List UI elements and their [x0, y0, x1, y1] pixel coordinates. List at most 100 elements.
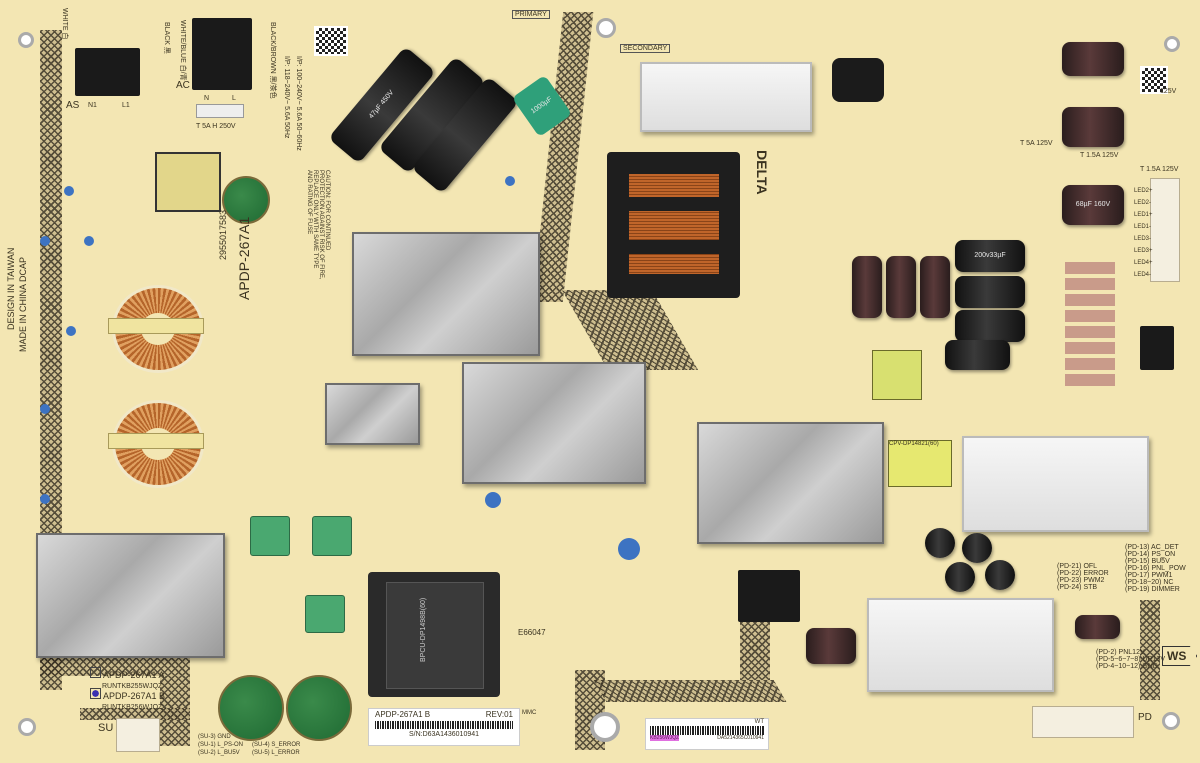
mounting-hole	[18, 718, 36, 736]
capacitor	[945, 340, 1010, 370]
code-label: WT KB256WJQZ DA5214365C010941	[645, 718, 769, 750]
l1-label: L1	[122, 102, 130, 109]
ground-zone-su	[80, 708, 190, 720]
capacitor: 68µF 160V	[1062, 185, 1124, 225]
ceramic-capacitor	[84, 236, 94, 246]
capacitor	[925, 528, 955, 558]
barcode	[375, 721, 513, 729]
connector	[738, 570, 800, 622]
primary-label: PRIMARY	[512, 10, 550, 19]
ac-label: AC	[176, 80, 190, 91]
ceramic-capacitor	[40, 494, 50, 504]
heatsink	[36, 533, 225, 658]
variant-b: APDP-267A1 B RUNTKB256WJQZ	[90, 688, 165, 713]
standby-transformer: BPCU-DP1498B(60)	[368, 572, 500, 697]
pd-pin: (PD-13) AC_DET	[1125, 544, 1179, 551]
part-number: 2955017583	[218, 209, 228, 260]
variant-name: APDP-267A1 B	[103, 691, 166, 701]
mounting-hole	[1162, 712, 1180, 730]
led-label: LED2+	[1134, 188, 1153, 194]
barcode	[650, 726, 764, 735]
variant-name: APDP-267A1 A	[103, 670, 165, 680]
pd-pin: (PD-15) BU5V	[1125, 558, 1170, 565]
capacitor	[1062, 107, 1124, 147]
heatsink	[352, 232, 540, 356]
l-label: L	[232, 95, 236, 102]
wire-color-black-brown: BLACK/BROWN 黑/茶色	[269, 22, 276, 99]
ntc-thermistor	[218, 675, 284, 741]
ground-zone-left	[40, 30, 62, 690]
cap-mark: 68µF 160V	[1075, 201, 1111, 208]
secondary-label: SECONDARY	[620, 44, 671, 53]
fuse-rating-right: 125V	[1160, 88, 1177, 95]
su-pin: (SU-4) S_ERROR	[252, 742, 301, 748]
fuse-rating-right: T 1.5A 125V	[1080, 152, 1119, 159]
as-label: AS	[66, 100, 80, 111]
heatsink	[962, 436, 1149, 532]
input-rating-2: I/P: 100~240V~ 5.6A 50~60Hz	[295, 56, 302, 151]
label-serial: DA5214365C010941	[717, 735, 764, 741]
cap-mark: 1000µF	[529, 95, 554, 116]
pd-pin: (PD-16) PNL_POW	[1125, 565, 1186, 572]
label-wt: WT	[754, 719, 764, 725]
variant-code: RUNTKB255WJQZ	[102, 683, 163, 690]
pfc-transformer	[872, 350, 922, 400]
mounting-hole	[596, 18, 616, 38]
origin-2: MADE IN CHINA DCAP	[18, 256, 28, 352]
pd-label: PD	[1138, 712, 1152, 723]
origin-1: DESIGN IN TAIWAN	[6, 247, 16, 330]
serial-label: APDP-267A1 B REV:01 S/N:D63A1436010941	[368, 708, 520, 746]
capacitor	[955, 310, 1025, 342]
su-pin: (SU-5) L_ERROR	[252, 750, 300, 756]
su-pin: (SU-2) L_BU5V	[198, 750, 240, 756]
capacitor	[806, 628, 856, 664]
main-transformer	[607, 152, 740, 298]
ceramic-capacitor	[505, 176, 515, 186]
connector	[1140, 326, 1174, 370]
ceramic-capacitor	[66, 326, 76, 336]
wire-color-black: BLACK 黑	[163, 22, 170, 54]
transformer-code: BPCU-DP1498B(60)	[420, 597, 427, 662]
led-connector	[1150, 178, 1180, 282]
n-label: N	[204, 95, 210, 102]
film-capacitor	[250, 516, 290, 556]
heatsink	[867, 598, 1054, 692]
film-capacitor	[312, 516, 352, 556]
small-transformer	[155, 152, 221, 212]
led-label: LED3+	[1134, 248, 1153, 254]
pd-pin: (PD-14) PS_ON	[1125, 551, 1176, 558]
caution-text: CAUTION: FOR CONTINUED PROTECTION AGAINS…	[306, 170, 330, 280]
ceramic-capacitor	[40, 404, 50, 414]
mounting-hole	[1164, 36, 1180, 52]
led-label: LED4-	[1134, 272, 1152, 278]
ul-mark: E66047	[518, 628, 546, 637]
model-text: APDP-267A1	[236, 216, 252, 300]
pd-pin: (PD-21) OFL	[1057, 563, 1098, 570]
ntc-thermistor	[286, 675, 352, 741]
label-serial: S/N:D63A1436010941	[408, 731, 480, 738]
capacitor	[985, 560, 1015, 590]
qr-code	[1140, 66, 1168, 94]
ground-zone-right	[1140, 600, 1160, 700]
pd-pin: (PD-4~10~12) GND	[1096, 663, 1158, 670]
capacitor	[852, 256, 882, 318]
brand-logo: DELTA	[754, 150, 770, 195]
fuse-rating-right: T 5A 125V	[1020, 140, 1053, 147]
pd-pin: (PD-17) PWM1	[1125, 572, 1173, 579]
isolation-zone-2	[561, 290, 699, 370]
heatsink	[697, 422, 884, 544]
pd-pin: (PD-18~20) NC	[1125, 579, 1174, 586]
label-rev: REV:01	[485, 710, 513, 719]
su-label: SU	[98, 722, 114, 734]
ceramic-capacitor	[485, 492, 501, 508]
led-label: LED1+	[1134, 212, 1153, 218]
ws-arrow: WS	[1162, 646, 1198, 666]
choke-band	[108, 433, 204, 449]
heatsink	[325, 383, 420, 445]
qr-code	[314, 26, 348, 56]
capacitor	[920, 256, 950, 318]
capacitor	[962, 533, 992, 563]
choke-band	[108, 318, 204, 334]
variant-code: RUNTKB256WJQZ	[102, 704, 163, 711]
